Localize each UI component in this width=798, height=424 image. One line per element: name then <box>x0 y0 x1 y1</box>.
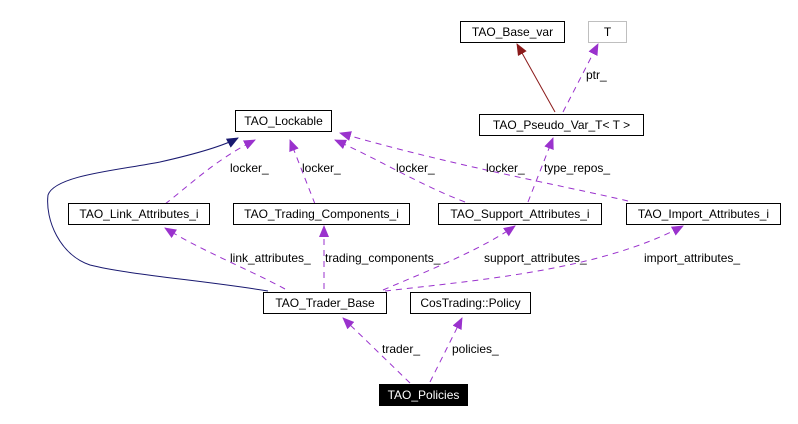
edge-label-trading-components: trading_components_ <box>325 251 441 265</box>
edge-label-type-repos: type_repos_ <box>544 161 611 175</box>
edge-pseudo-to-t <box>562 43 599 113</box>
node-tao-import-attributes-i[interactable]: TAO_Import_Attributes_i <box>626 203 781 225</box>
node-tao-trading-components-i[interactable]: TAO_Trading_Components_i <box>233 203 410 225</box>
edge-support-to-pseudo <box>527 137 554 203</box>
node-t: T <box>588 21 627 43</box>
edge-pseudo-to-base-var <box>516 43 556 113</box>
edge-label-import-attributes: import_attributes_ <box>644 251 741 265</box>
edge-trader-to-lockable <box>47 137 269 292</box>
edge-label-locker-link: locker_ <box>230 161 269 175</box>
node-tao-support-attributes-i[interactable]: TAO_Support_Attributes_i <box>438 203 602 225</box>
edge-label-locker-import: locker_ <box>486 161 525 175</box>
node-costrading-policy[interactable]: CosTrading::Policy <box>410 292 531 314</box>
edge-label-locker-trading: locker_ <box>302 161 341 175</box>
node-tao-lockable[interactable]: TAO_Lockable <box>235 110 332 132</box>
edge-label-link-attributes: link_attributes_ <box>230 251 311 265</box>
node-tao-pseudo-var-t[interactable]: TAO_Pseudo_Var_T< T > <box>479 114 644 136</box>
edge-label-support-attributes: support_attributes_ <box>484 251 587 265</box>
node-tao-policies: TAO_Policies <box>379 384 468 406</box>
node-tao-base-var[interactable]: TAO_Base_var <box>460 21 565 43</box>
edge-label-trader: trader_ <box>382 342 421 356</box>
edge-support-to-lockable <box>334 139 466 203</box>
edge-policies-to-trader <box>342 317 411 384</box>
edge-label-locker-support: locker_ <box>396 161 435 175</box>
edge-trader-to-import <box>384 225 684 292</box>
edge-label-policies: policies_ <box>452 342 499 356</box>
node-tao-trader-base[interactable]: TAO_Trader_Base <box>263 292 387 314</box>
edge-policies-to-policy <box>429 317 463 383</box>
edge-trading-to-lockable <box>289 139 316 205</box>
edge-trader-to-link <box>164 227 286 290</box>
node-tao-link-attributes-i[interactable]: TAO_Link_Attributes_i <box>68 203 210 225</box>
edge-label-ptr: ptr_ <box>586 68 607 82</box>
